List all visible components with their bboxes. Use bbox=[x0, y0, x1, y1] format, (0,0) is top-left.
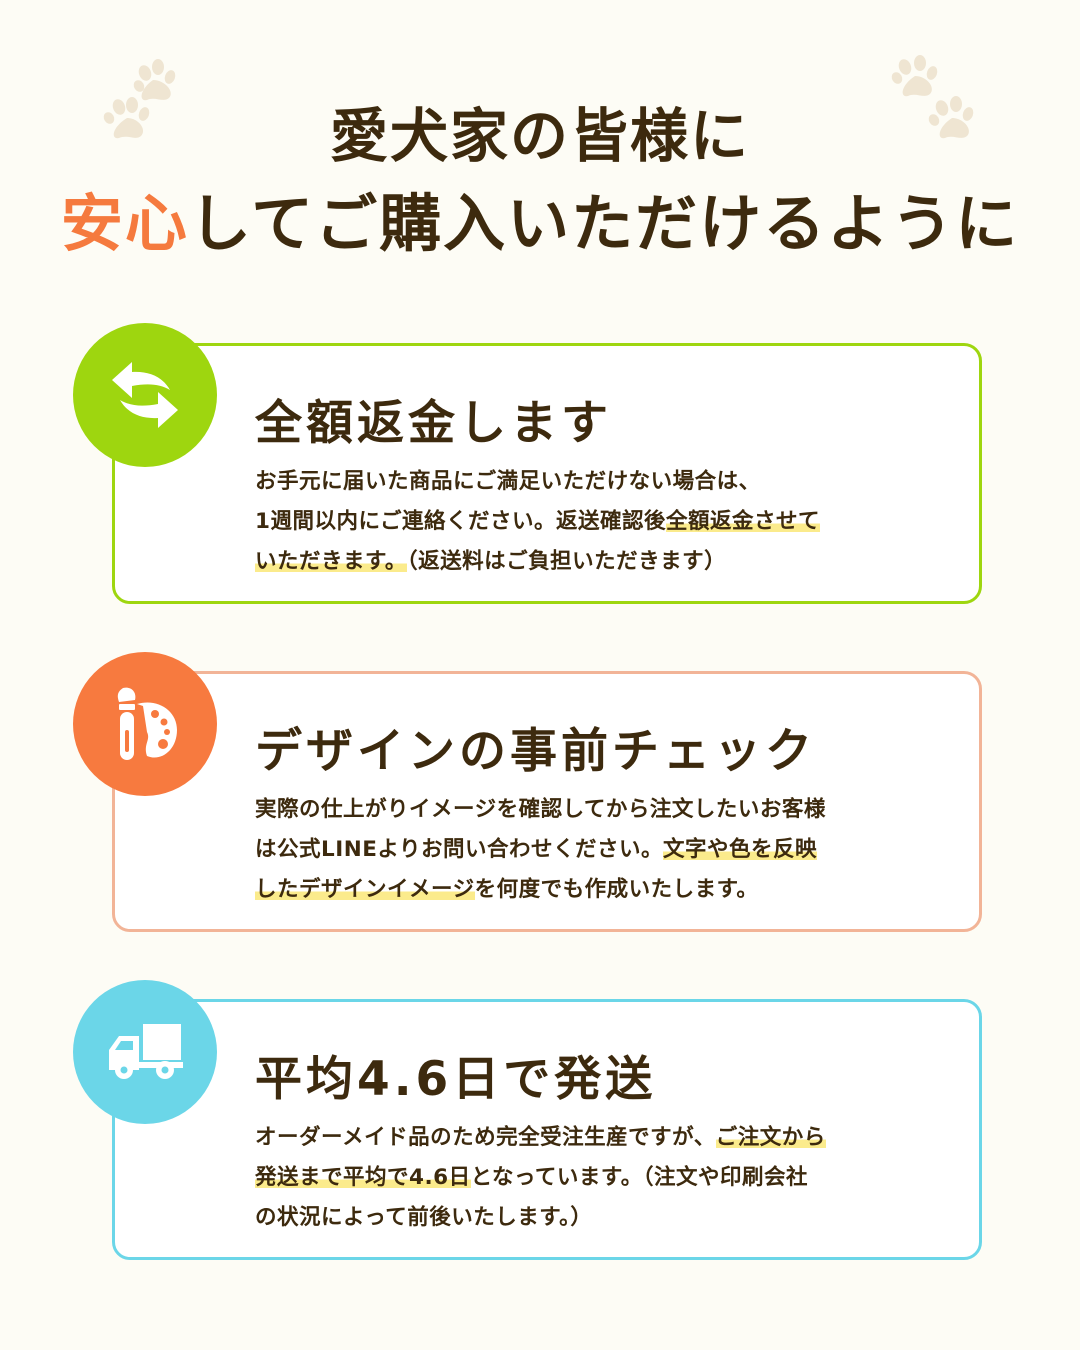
feature-card-refund: 全額返金します お手元に届いた商品にご満足いただけない場合は、 1週間以内にご連… bbox=[112, 343, 982, 604]
body-text: は公式LINEよりお問い合わせください。 bbox=[255, 837, 663, 862]
paw-print-icon bbox=[891, 55, 974, 139]
design-badge bbox=[73, 652, 217, 796]
highlight-text: いただきます。 bbox=[255, 549, 407, 574]
body-line: オーダーメイド品のため完全受注生産ですが、ご注文から bbox=[255, 1118, 955, 1158]
headline-line1: 愛犬家の皆様に bbox=[329, 102, 750, 170]
body-text: を何度でも作成いたします。 bbox=[474, 877, 759, 902]
body-line: は公式LINEよりお問い合わせください。文字や色を反映 bbox=[255, 830, 955, 870]
headline-line2: 安心してご購入いただけるように bbox=[0, 186, 1080, 262]
highlight-text: 発送まで平均で4.6日 bbox=[255, 1165, 471, 1190]
body-text: となっています。（注文や印刷会社 bbox=[470, 1165, 808, 1190]
refresh-arrows-icon bbox=[112, 362, 178, 428]
body-text: 1週間以内にご連絡ください。返送確認後 bbox=[255, 509, 667, 534]
body-line: 1週間以内にご連絡ください。返送確認後全額返金させて bbox=[255, 502, 955, 542]
highlight-text: 全額返金させて bbox=[666, 509, 821, 534]
paw-print-icon bbox=[103, 59, 176, 139]
highlight-text: ご注文から bbox=[715, 1125, 826, 1150]
card-body: 実際の仕上がりイメージを確認してから注文したいお客様 は公式LINEよりお問い合… bbox=[255, 790, 955, 910]
feature-card-shipping: 平均4.6日で発送 オーダーメイド品のため完全受注生産ですが、ご注文から 発送ま… bbox=[112, 999, 982, 1260]
headline-accent: 安心 bbox=[60, 187, 189, 260]
body-line: の状況によって前後いたします。） bbox=[255, 1205, 593, 1230]
headline-rest: してご購入いただけるように bbox=[188, 187, 1020, 260]
palette-brush-icon bbox=[117, 687, 177, 760]
feature-card-design-check: デザインの事前チェック 実際の仕上がりイメージを確認してから注文したいお客様 は… bbox=[112, 671, 982, 932]
card-title: デザインの事前チェック bbox=[255, 724, 816, 779]
card-title: 平均4.6日で発送 bbox=[255, 1052, 657, 1107]
body-line: お手元に届いた商品にご満足いただけない場合は、 bbox=[255, 469, 761, 494]
refund-badge bbox=[73, 323, 217, 467]
highlight-text: したデザインイメージ bbox=[255, 877, 475, 902]
body-line: 発送まで平均で4.6日となっています。（注文や印刷会社 bbox=[255, 1158, 955, 1198]
body-line: 実際の仕上がりイメージを確認してから注文したいお客様 bbox=[255, 797, 826, 822]
body-text: （返送料はご負担いただきます） bbox=[406, 549, 727, 574]
shipping-badge bbox=[73, 980, 217, 1124]
body-line: いただきます。（返送料はご負担いただきます） bbox=[255, 542, 955, 582]
card-body: お手元に届いた商品にご満足いただけない場合は、 1週間以内にご連絡ください。返送… bbox=[255, 462, 955, 582]
highlight-text: 文字や色を反映 bbox=[662, 837, 817, 862]
delivery-truck-icon bbox=[109, 1024, 183, 1079]
body-text: オーダーメイド品のため完全受注生産ですが、 bbox=[255, 1125, 716, 1150]
card-title: 全額返金します bbox=[255, 396, 612, 451]
body-line: したデザインイメージを何度でも作成いたします。 bbox=[255, 870, 955, 910]
card-body: オーダーメイド品のため完全受注生産ですが、ご注文から 発送まで平均で4.6日とな… bbox=[255, 1118, 955, 1238]
